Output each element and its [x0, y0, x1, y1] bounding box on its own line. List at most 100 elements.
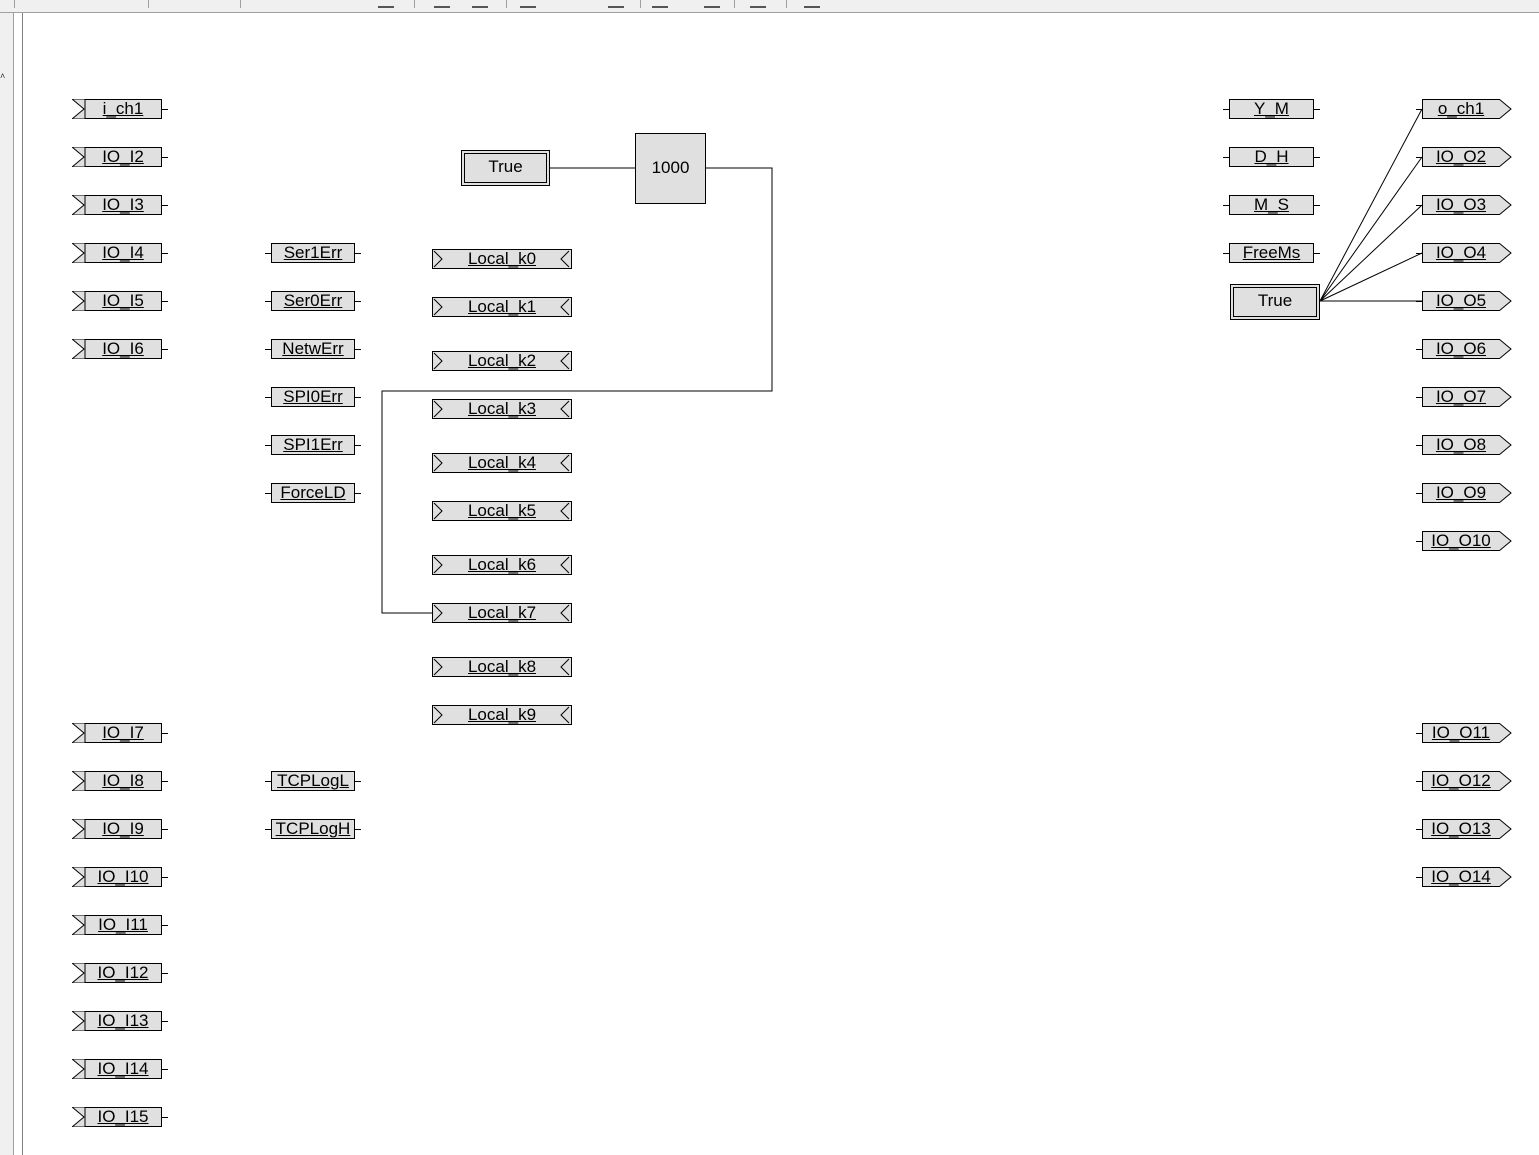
output-pin[interactable] [162, 829, 168, 830]
input-pin[interactable] [1416, 397, 1422, 398]
input-pin[interactable] [265, 445, 271, 446]
output-pin[interactable] [162, 109, 168, 110]
connect-icon[interactable] [520, 0, 536, 8]
input-pin[interactable] [1416, 733, 1422, 734]
system-var-tag-ser1err[interactable]: Ser1Err [271, 243, 355, 263]
local-tag-local-k9[interactable]: Local_k9 [432, 705, 572, 725]
system-var-tag-netwerr[interactable]: NetwErr [271, 339, 355, 359]
layer-icon[interactable] [704, 0, 720, 8]
input-tag-io-i8[interactable]: IO_I8 [84, 771, 162, 791]
zoom-icon[interactable] [652, 0, 668, 8]
output-tag-o-ch1[interactable]: o_ch1 [1422, 99, 1500, 119]
input-pin[interactable] [1416, 781, 1422, 782]
output-pin[interactable] [355, 253, 361, 254]
distribute-icon[interactable] [608, 0, 624, 8]
system-var-tag-tcplogl[interactable]: TCPLogL [271, 771, 355, 791]
input-pin[interactable] [1223, 253, 1229, 254]
output-pin[interactable] [355, 301, 361, 302]
output-pin[interactable] [162, 925, 168, 926]
ramp-timer-block[interactable]: 1000 [635, 133, 706, 204]
input-pin[interactable] [1416, 877, 1422, 878]
input-pin[interactable] [1416, 109, 1422, 110]
output-pin[interactable] [1314, 157, 1320, 158]
output-pin[interactable] [162, 1117, 168, 1118]
align-top-icon[interactable] [434, 0, 450, 8]
local-tag-local-k8[interactable]: Local_k8 [432, 657, 572, 677]
input-tag-i-ch1[interactable]: i_ch1 [84, 99, 162, 119]
true-constant-block-right[interactable]: True [1230, 284, 1320, 320]
input-pin[interactable] [1223, 109, 1229, 110]
output-pin[interactable] [162, 973, 168, 974]
output-tag-io-o3[interactable]: IO_O3 [1422, 195, 1500, 215]
true-constant-block-left[interactable]: True [461, 150, 550, 186]
input-pin[interactable] [265, 397, 271, 398]
output-pin[interactable] [162, 157, 168, 158]
properties-icon[interactable] [750, 0, 766, 8]
output-pin[interactable] [162, 253, 168, 254]
input-tag-io-i13[interactable]: IO_I13 [84, 1011, 162, 1031]
output-pin[interactable] [162, 205, 168, 206]
align-bottom-icon[interactable] [472, 0, 488, 8]
input-pin[interactable] [1416, 205, 1422, 206]
input-tag-io-i7[interactable]: IO_I7 [84, 723, 162, 743]
input-pin[interactable] [265, 493, 271, 494]
input-pin[interactable] [1416, 493, 1422, 494]
input-tag-io-i15[interactable]: IO_I15 [84, 1107, 162, 1127]
input-tag-io-i6[interactable]: IO_I6 [84, 339, 162, 359]
output-pin[interactable] [162, 733, 168, 734]
clock-var-tag-d-h[interactable]: D_H [1229, 147, 1314, 167]
input-tag-io-i10[interactable]: IO_I10 [84, 867, 162, 887]
diagram-canvas[interactable] [22, 13, 1539, 1155]
input-pin[interactable] [265, 829, 271, 830]
output-tag-io-o9[interactable]: IO_O9 [1422, 483, 1500, 503]
output-pin[interactable] [355, 781, 361, 782]
input-pin[interactable] [265, 349, 271, 350]
clock-var-tag-y-m[interactable]: Y_M [1229, 99, 1314, 119]
clock-var-tag-freems[interactable]: FreeMs [1229, 243, 1314, 263]
output-pin[interactable] [162, 1069, 168, 1070]
input-pin[interactable] [1416, 829, 1422, 830]
input-pin[interactable] [265, 301, 271, 302]
local-tag-local-k3[interactable]: Local_k3 [432, 399, 572, 419]
output-tag-io-o8[interactable]: IO_O8 [1422, 435, 1500, 455]
output-tag-io-o5[interactable]: IO_O5 [1422, 291, 1500, 311]
output-tag-io-o12[interactable]: IO_O12 [1422, 771, 1500, 791]
output-pin[interactable] [355, 445, 361, 446]
output-tag-io-o10[interactable]: IO_O10 [1422, 531, 1500, 551]
input-pin[interactable] [1416, 157, 1422, 158]
local-tag-local-k0[interactable]: Local_k0 [432, 249, 572, 269]
local-tag-local-k6[interactable]: Local_k6 [432, 555, 572, 575]
local-tag-local-k7[interactable]: Local_k7 [432, 603, 572, 623]
system-var-tag-tcplogh[interactable]: TCPLogH [271, 819, 355, 839]
input-tag-io-i2[interactable]: IO_I2 [84, 147, 162, 167]
output-pin[interactable] [162, 349, 168, 350]
input-tag-io-i9[interactable]: IO_I9 [84, 819, 162, 839]
output-tag-io-o6[interactable]: IO_O6 [1422, 339, 1500, 359]
input-pin[interactable] [1416, 541, 1422, 542]
system-var-tag-spi1err[interactable]: SPI1Err [271, 435, 355, 455]
input-pin[interactable] [1416, 253, 1422, 254]
input-tag-io-i11[interactable]: IO_I11 [84, 915, 162, 935]
local-tag-local-k4[interactable]: Local_k4 [432, 453, 572, 473]
input-pin[interactable] [265, 253, 271, 254]
output-pin[interactable] [162, 877, 168, 878]
input-pin[interactable] [1223, 157, 1229, 158]
output-pin[interactable] [162, 1021, 168, 1022]
local-tag-local-k2[interactable]: Local_k2 [432, 351, 572, 371]
input-tag-io-i14[interactable]: IO_I14 [84, 1059, 162, 1079]
input-tag-io-i4[interactable]: IO_I4 [84, 243, 162, 263]
system-var-tag-forceld[interactable]: ForceLD [271, 483, 355, 503]
input-tag-io-i12[interactable]: IO_I12 [84, 963, 162, 983]
output-tag-io-o14[interactable]: IO_O14 [1422, 867, 1500, 887]
input-pin[interactable] [1416, 349, 1422, 350]
output-pin[interactable] [355, 829, 361, 830]
clock-var-tag-m-s[interactable]: M_S [1229, 195, 1314, 215]
input-tag-io-i5[interactable]: IO_I5 [84, 291, 162, 311]
output-pin[interactable] [162, 301, 168, 302]
output-pin[interactable] [1314, 109, 1320, 110]
output-pin[interactable] [1314, 253, 1320, 254]
output-tag-io-o7[interactable]: IO_O7 [1422, 387, 1500, 407]
output-pin[interactable] [355, 397, 361, 398]
output-pin[interactable] [355, 349, 361, 350]
grid-icon[interactable] [378, 0, 394, 8]
